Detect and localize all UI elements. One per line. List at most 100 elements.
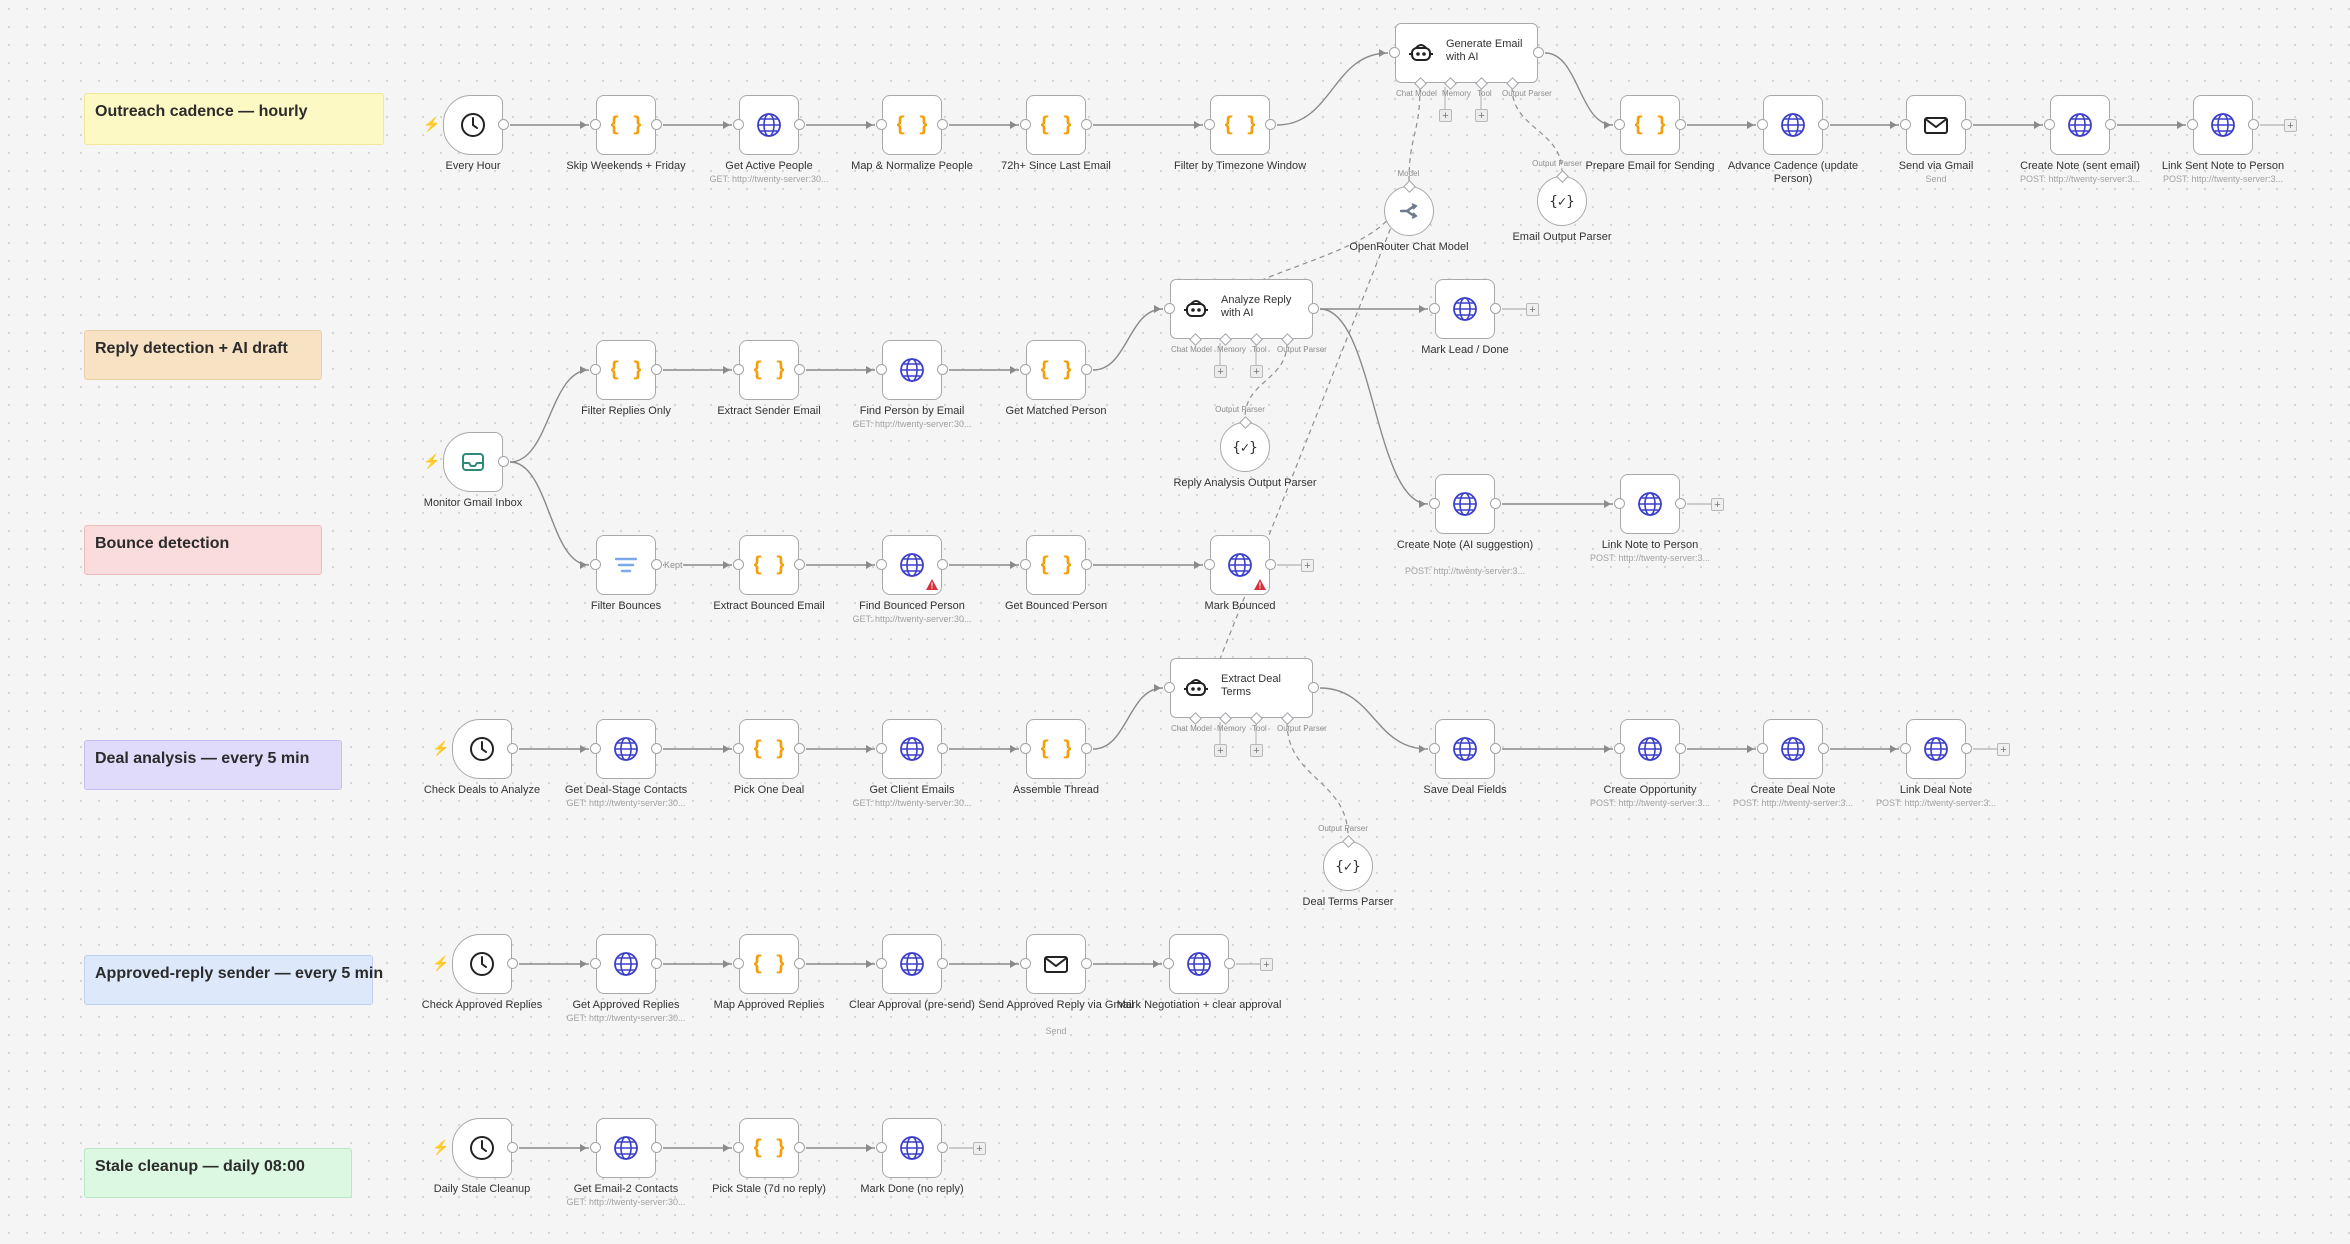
output-port[interactable]: [1961, 119, 1972, 130]
input-port[interactable]: [733, 559, 744, 570]
output-port[interactable]: [794, 119, 805, 130]
node-map-approved[interactable]: { }: [733, 934, 805, 994]
node-extract-bounced[interactable]: { }: [733, 535, 805, 595]
add-node-button[interactable]: +: [1526, 303, 1539, 316]
input-port[interactable]: [1757, 119, 1768, 130]
input-port[interactable]: [1204, 119, 1215, 130]
output-port[interactable]: [2248, 119, 2259, 130]
input-port[interactable]: [1163, 958, 1174, 969]
node-clear-approval[interactable]: [876, 934, 948, 994]
node-get-deal-contacts[interactable]: [590, 719, 662, 779]
node-mark-lead[interactable]: [1429, 279, 1501, 339]
add-node-button[interactable]: +: [1711, 498, 1724, 511]
add-subnode-button[interactable]: +: [1214, 365, 1227, 378]
input-port[interactable]: [876, 559, 887, 570]
output-port[interactable]: [937, 743, 948, 754]
node-72h[interactable]: { }: [1020, 95, 1092, 155]
input-port[interactable]: [876, 364, 887, 375]
output-port[interactable]: [1265, 119, 1276, 130]
output-port[interactable]: [651, 743, 662, 754]
output-port[interactable]: [1081, 743, 1092, 754]
subnode-reply-parser[interactable]: {✓}: [1220, 422, 1270, 472]
node-get-approved[interactable]: [590, 934, 662, 994]
add-subnode-button[interactable]: +: [1250, 365, 1263, 378]
input-port[interactable]: [1900, 119, 1911, 130]
node-filter-tz[interactable]: { }: [1204, 95, 1276, 155]
input-port[interactable]: [733, 364, 744, 375]
node-create-deal-note[interactable]: [1757, 719, 1829, 779]
input-port[interactable]: [876, 1142, 887, 1153]
input-port[interactable]: [590, 958, 601, 969]
input-port[interactable]: [876, 743, 887, 754]
node-every-hour[interactable]: [443, 95, 509, 155]
add-node-button[interactable]: +: [973, 1142, 986, 1155]
node-pick-deal[interactable]: { }: [733, 719, 805, 779]
input-port[interactable]: [1020, 559, 1031, 570]
input-port[interactable]: [1204, 559, 1215, 570]
input-port[interactable]: [1020, 119, 1031, 130]
input-port[interactable]: [1900, 743, 1911, 754]
node-link-note[interactable]: [1614, 474, 1686, 534]
node-prepare-email[interactable]: { }: [1614, 95, 1686, 155]
input-port[interactable]: [1389, 47, 1400, 58]
input-port[interactable]: [1614, 498, 1625, 509]
node-get-email2[interactable]: [590, 1118, 662, 1178]
output-port[interactable]: [1081, 559, 1092, 570]
input-port[interactable]: [1757, 743, 1768, 754]
output-port[interactable]: [507, 958, 518, 969]
output-port[interactable]: [651, 559, 662, 570]
input-port[interactable]: [590, 1142, 601, 1153]
input-port[interactable]: [733, 1142, 744, 1153]
node-advance[interactable]: [1757, 95, 1829, 155]
add-node-button[interactable]: +: [2284, 119, 2297, 132]
input-port[interactable]: [1020, 958, 1031, 969]
output-port[interactable]: [1081, 364, 1092, 375]
input-port[interactable]: [733, 958, 744, 969]
node-map-norm[interactable]: { }: [876, 95, 948, 155]
node-create-note-ai[interactable]: [1429, 474, 1501, 534]
input-port[interactable]: [1020, 364, 1031, 375]
output-port[interactable]: [1818, 743, 1829, 754]
output-port[interactable]: [1308, 303, 1319, 314]
output-port[interactable]: [498, 456, 509, 467]
input-port[interactable]: [1429, 498, 1440, 509]
output-port[interactable]: [937, 958, 948, 969]
node-get-bounced[interactable]: { }: [1020, 535, 1092, 595]
node-get-matched[interactable]: { }: [1020, 340, 1092, 400]
add-subnode-button[interactable]: +: [1439, 109, 1452, 122]
add-node-button[interactable]: +: [1301, 559, 1314, 572]
input-port[interactable]: [876, 119, 887, 130]
node-filter-bounces[interactable]: [590, 535, 662, 595]
add-subnode-button[interactable]: +: [1250, 744, 1263, 757]
node-send-approved[interactable]: [1020, 934, 1092, 994]
node-check-deals[interactable]: [452, 719, 518, 779]
output-port[interactable]: [1081, 958, 1092, 969]
node-save-deal[interactable]: [1429, 719, 1501, 779]
input-port[interactable]: [2187, 119, 2198, 130]
input-port[interactable]: [733, 743, 744, 754]
output-port[interactable]: [1490, 498, 1501, 509]
output-port[interactable]: [1675, 119, 1686, 130]
input-port[interactable]: [876, 958, 887, 969]
output-port[interactable]: [794, 958, 805, 969]
output-port[interactable]: [507, 1142, 518, 1153]
output-port[interactable]: [794, 559, 805, 570]
node-link-sent[interactable]: [2187, 95, 2259, 155]
input-port[interactable]: [733, 119, 744, 130]
node-find-person[interactable]: [876, 340, 948, 400]
input-port[interactable]: [590, 743, 601, 754]
output-port[interactable]: [1265, 559, 1276, 570]
output-port[interactable]: [794, 1142, 805, 1153]
agent-extract-deal[interactable]: Extract Deal Terms: [1164, 658, 1319, 718]
add-node-button[interactable]: +: [1260, 958, 1273, 971]
output-port[interactable]: [937, 364, 948, 375]
node-get-client-emails[interactable]: [876, 719, 948, 779]
output-port[interactable]: [937, 119, 948, 130]
output-port[interactable]: [2105, 119, 2116, 130]
output-port[interactable]: [1224, 958, 1235, 969]
output-port[interactable]: [651, 364, 662, 375]
output-port[interactable]: [1308, 682, 1319, 693]
node-mark-done[interactable]: [876, 1118, 948, 1178]
input-port[interactable]: [1164, 303, 1175, 314]
